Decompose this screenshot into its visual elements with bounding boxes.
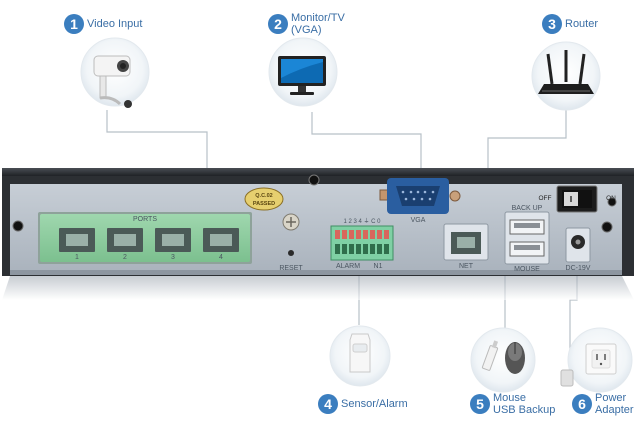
qc-line2: PASSED (253, 201, 275, 207)
number-badge-3: 3 (542, 14, 562, 34)
callout-mouse-text: Mouse USB Backup (493, 392, 555, 416)
alarm-label: ALARM (336, 263, 360, 270)
reset-button (288, 250, 294, 256)
callout-mouse-line1: Mouse (493, 392, 527, 404)
callout-video-text: Video Input (87, 18, 142, 30)
net-label: NET (459, 263, 474, 270)
callout-video-line1: Video Input (87, 18, 143, 30)
callout-mouse-line2: USB Backup (493, 404, 556, 416)
callout-power-text: Power Adapter (595, 392, 634, 416)
off-label: OFF (539, 195, 552, 202)
n1-label: N1 (374, 263, 383, 270)
number-badge-6: 6 (572, 394, 592, 414)
sensor-icon (349, 333, 371, 373)
alarm-terminal-block (330, 225, 394, 261)
callout-monitor-line1: Monitor/TV (291, 12, 345, 24)
callout-power-line1: Power (595, 392, 627, 404)
ports-label: PORTS (133, 216, 157, 223)
on-label: ON (606, 195, 616, 202)
alarm-terminal-label: 1 2 3 4 ⏚ C 0 (343, 218, 381, 225)
number-badge-1: 1 (64, 14, 84, 34)
number-badge-4: 4 (318, 394, 338, 414)
backup-label: BACK UP (512, 205, 543, 212)
port-number-4: 4 (219, 254, 223, 261)
callout-sensor-text: Sensor/Alarm (341, 398, 408, 410)
qc-sticker (244, 187, 284, 211)
port-number-2: 2 (123, 254, 127, 261)
callout-sensor: 4 Sensor/Alarm (318, 394, 408, 414)
callout-router-text: Router (565, 18, 598, 30)
qc-line1: Q.C.02 (255, 193, 272, 199)
port-number-3: 3 (171, 254, 175, 261)
callout-power: 6 Power Adapter (572, 392, 634, 416)
power-outlet-icon (560, 343, 617, 387)
callout-sensor-line1: Sensor/Alarm (341, 398, 408, 410)
router-icon (538, 50, 594, 94)
callout-monitor: 2 Monitor/TV (VGA) (268, 12, 345, 36)
monitor-icon (278, 56, 326, 95)
number-badge-5: 5 (470, 394, 490, 414)
camera-icon (93, 55, 132, 108)
port-number-1: 1 (75, 254, 79, 261)
mouse-bubble (470, 327, 536, 393)
callout-router-line1: Router (565, 18, 599, 30)
vga-label: VGA (411, 217, 426, 224)
callout-router: 3 Router (542, 14, 598, 34)
number-badge-2: 2 (268, 14, 288, 34)
callout-power-line2: Adapter (595, 404, 634, 416)
callout-monitor-line2: (VGA) (291, 24, 322, 36)
nvr-device (2, 168, 634, 300)
usb-mouse-icon (481, 340, 525, 374)
reset-label: RESET (279, 265, 303, 272)
callout-mouse: 5 Mouse USB Backup (470, 392, 555, 416)
callout-monitor-text: Monitor/TV (VGA) (291, 12, 345, 36)
mouse-label: MOUSE (514, 266, 540, 273)
callout-video-input: 1 Video Input (64, 14, 142, 34)
dc-label: DC-19V (566, 265, 591, 272)
